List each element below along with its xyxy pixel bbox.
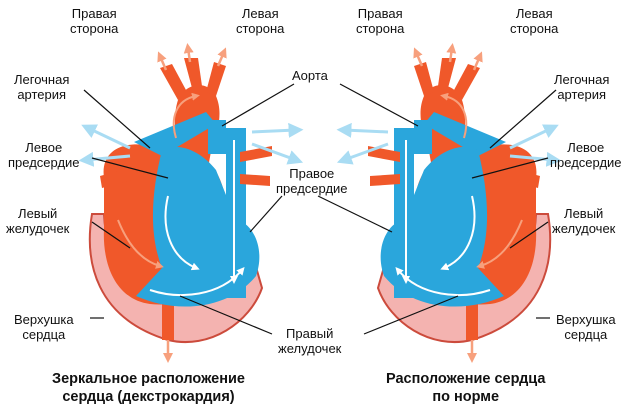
label-left-ventricle-normal: Левый желудочек: [552, 206, 616, 236]
label-left-atrium-normal: Левое предсердие: [550, 140, 622, 170]
heart-mirror: [86, 48, 296, 358]
label-left-side-mirror: Левая сторона: [236, 6, 285, 36]
label-pulmonary-artery-mirror: Легочная артерия: [14, 72, 70, 102]
heart-normal: [344, 48, 554, 358]
label-aorta: Аорта: [292, 68, 328, 83]
label-apex-normal: Верхушка сердца: [556, 312, 616, 342]
label-right-atrium: Правое предсердие: [276, 166, 348, 196]
label-left-atrium-mirror: Левое предсердие: [8, 140, 80, 170]
label-right-ventricle: Правый желудочек: [278, 326, 342, 356]
label-right-side-normal: Правая сторона: [356, 6, 405, 36]
label-left-ventricle-mirror: Левый желудочек: [6, 206, 70, 236]
label-left-side-normal: Левая сторона: [510, 6, 559, 36]
label-pulmonary-artery-normal: Легочная артерия: [554, 72, 610, 102]
label-right-side-mirror: Правая сторона: [70, 6, 119, 36]
caption-normal: Расположение сердца по норме: [386, 371, 546, 405]
label-apex-mirror: Верхушка сердца: [14, 312, 74, 342]
pointer-lines: [83, 83, 557, 335]
caption-mirror: Зеркальное расположение сердца (декстрок…: [52, 371, 245, 405]
